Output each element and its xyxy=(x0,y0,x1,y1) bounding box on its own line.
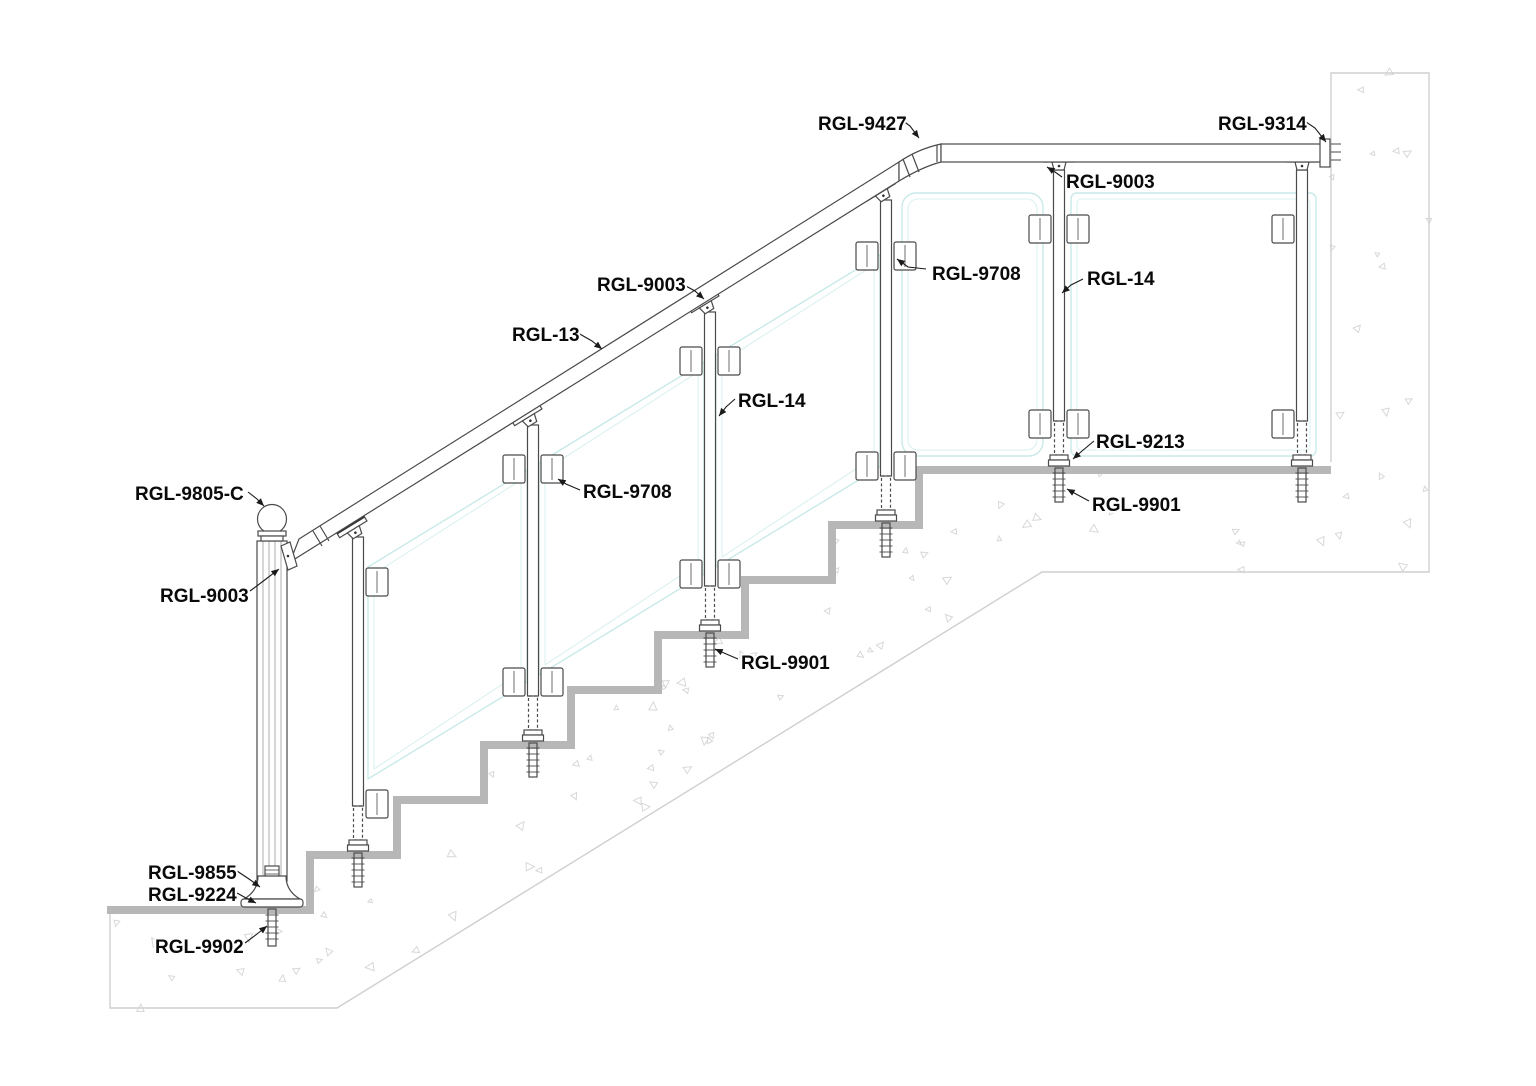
part-label-rgl-9901-right: RGL-9901 xyxy=(1092,495,1181,516)
leader-rgl-9314 xyxy=(1305,121,1327,143)
glass-panel-stair-1 xyxy=(367,469,528,780)
part-label-rgl-9901-mid: RGL-9901 xyxy=(741,653,830,674)
handrail-horizontal-tube xyxy=(940,143,1323,163)
glass-panel-landing-2 xyxy=(1070,192,1317,457)
part-label-rgl-9314: RGL-9314 xyxy=(1218,114,1307,135)
part-label-rgl-9902: RGL-9902 xyxy=(155,937,244,958)
leader-rgl-13 xyxy=(577,332,603,350)
part-label-rgl-14-top: RGL-14 xyxy=(1087,269,1155,290)
part-label-rgl-13: RGL-13 xyxy=(512,325,580,346)
post-4 xyxy=(855,178,917,558)
ball-finial xyxy=(256,503,288,535)
handrail xyxy=(280,138,1341,571)
newel-base-trumpet xyxy=(241,875,303,900)
leader-rgl-9855 xyxy=(236,870,261,888)
leader-rgl-9901-mid xyxy=(714,648,739,660)
part-label-rgl-9003-mid: RGL-9003 xyxy=(597,275,686,296)
rail-end-flange xyxy=(280,541,298,571)
post-3 xyxy=(679,290,741,668)
concrete-stipple-texture xyxy=(113,67,1433,1012)
part-label-rgl-14-mid: RGL-14 xyxy=(738,391,806,412)
wall-flange xyxy=(1319,138,1341,168)
leader-rgl-9427 xyxy=(901,119,920,139)
glass-panel-landing-1 xyxy=(901,192,1044,457)
leader-rgl-9901-right xyxy=(1066,488,1090,502)
part-label-rgl-9708-top: RGL-9708 xyxy=(932,264,1021,285)
glass-panel-stair-2 xyxy=(538,361,705,676)
leader-rgl-9708-top xyxy=(896,258,927,270)
newel-anchor-stud xyxy=(265,908,279,947)
concrete-outline xyxy=(109,72,1430,1009)
post-1 xyxy=(335,515,389,888)
leader-lines xyxy=(236,119,1327,944)
leader-rgl-9224 xyxy=(236,892,257,904)
leader-rgl-9805-c xyxy=(247,491,265,507)
leader-rgl-9902 xyxy=(244,925,268,944)
newel-shaft xyxy=(256,540,288,882)
post-2 xyxy=(502,403,564,778)
part-label-rgl-9708-mid: RGL-9708 xyxy=(583,482,672,503)
newel-post xyxy=(240,503,304,947)
leader-rgl-9003-mid xyxy=(683,284,705,300)
part-label-rgl-9224: RGL-9224 xyxy=(148,885,237,906)
part-label-rgl-9213: RGL-9213 xyxy=(1096,432,1185,453)
newel-base-plate xyxy=(240,898,304,908)
stair-step-profile xyxy=(107,466,1331,914)
part-label-rgl-9003-top: RGL-9003 xyxy=(1066,172,1155,193)
part-labels: RGL-9427 RGL-9314 RGL-9003 RGL-9708 RGL-… xyxy=(133,112,1309,960)
post-6 xyxy=(1271,155,1318,503)
part-label-rgl-9805-c: RGL-9805-C xyxy=(135,484,244,505)
part-label-rgl-9427: RGL-9427 xyxy=(818,114,907,135)
leader-rgl-9213 xyxy=(1072,440,1095,460)
leader-rgl-9003-top xyxy=(1046,166,1063,178)
handrail-elbow xyxy=(898,143,942,183)
leader-rgl-9708-mid xyxy=(557,478,581,491)
leader-rgl-9003-left xyxy=(249,568,280,592)
leader-rgl-14-mid xyxy=(718,398,736,417)
part-label-rgl-9855: RGL-9855 xyxy=(148,863,237,884)
leader-rgl-14-top xyxy=(1061,278,1084,294)
part-label-rgl-9003-left: RGL-9003 xyxy=(160,586,249,607)
